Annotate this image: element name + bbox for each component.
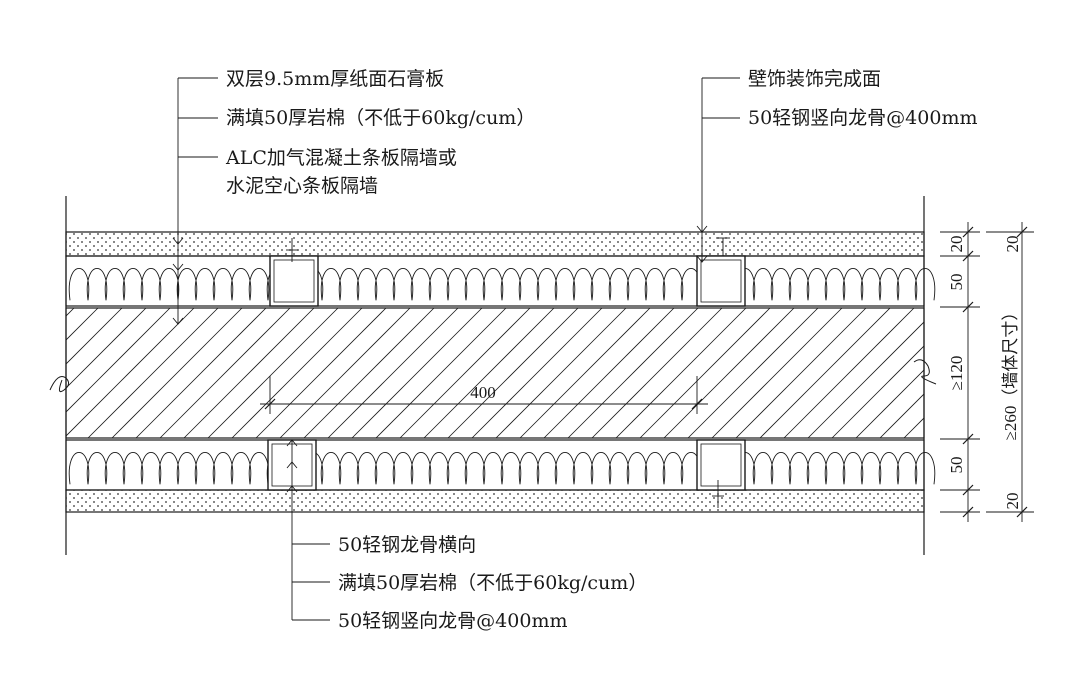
stud-spacing-label: 400 — [470, 383, 496, 402]
callout-finish-surface: 壁饰装饰完成面 — [748, 68, 881, 90]
steel-stud-top-left — [269, 255, 319, 307]
leader-top-left — [172, 77, 218, 325]
callout-gypsum-board: 双层9.5mm厚纸面石膏板 — [226, 67, 444, 90]
dim-wool-bottom: 50 — [947, 457, 966, 474]
callout-rock-wool-top: 满填50厚岩棉（不低于60kg/cum） — [226, 107, 535, 129]
total-dimension: 20 ≥260（墙体尺寸） — [986, 222, 1034, 522]
callout-core-wall-line1: ALC加气混凝土条板隔墙或 — [225, 147, 457, 169]
dim-wool-top: 50 — [947, 274, 966, 291]
callout-horizontal-runner: 50轻钢龙骨横向 — [338, 534, 476, 556]
break-symbol-right — [913, 359, 937, 385]
leader-top-right — [286, 77, 740, 263]
dim-total-top-gypsum: 20 — [1003, 236, 1022, 253]
dim-gypsum-bottom: 20 — [1003, 493, 1022, 510]
leader-bottom — [286, 439, 724, 621]
callout-core-wall-line2: 水泥空心条板隔墙 — [226, 175, 378, 197]
steel-stud-bottom-right — [696, 439, 746, 491]
break-symbol-left — [49, 376, 70, 393]
layer-dimension-chain: 20 50 ≥120 50 20 — [940, 222, 1022, 522]
alc-core-wall — [65, 307, 925, 439]
steel-stud-top-right — [696, 255, 746, 307]
callout-vertical-stud-top: 50轻钢竖向龙骨@400mm — [748, 107, 977, 129]
dim-gypsum-top: 20 — [947, 236, 966, 253]
gypsum-board-bottom — [65, 489, 925, 513]
gypsum-board-top — [65, 231, 925, 257]
dim-total-label: ≥260（墙体尺寸） — [1001, 304, 1020, 441]
callout-rock-wool-bottom: 满填50厚岩棉（不低于60kg/cum） — [338, 572, 647, 594]
rock-wool-bottom — [65, 439, 936, 491]
stud-spacing-dimension: 400 — [260, 376, 708, 414]
dim-core: ≥120 — [947, 356, 966, 391]
callout-vertical-stud-bottom: 50轻钢竖向龙骨@400mm — [338, 610, 567, 632]
rock-wool-top — [65, 255, 936, 307]
